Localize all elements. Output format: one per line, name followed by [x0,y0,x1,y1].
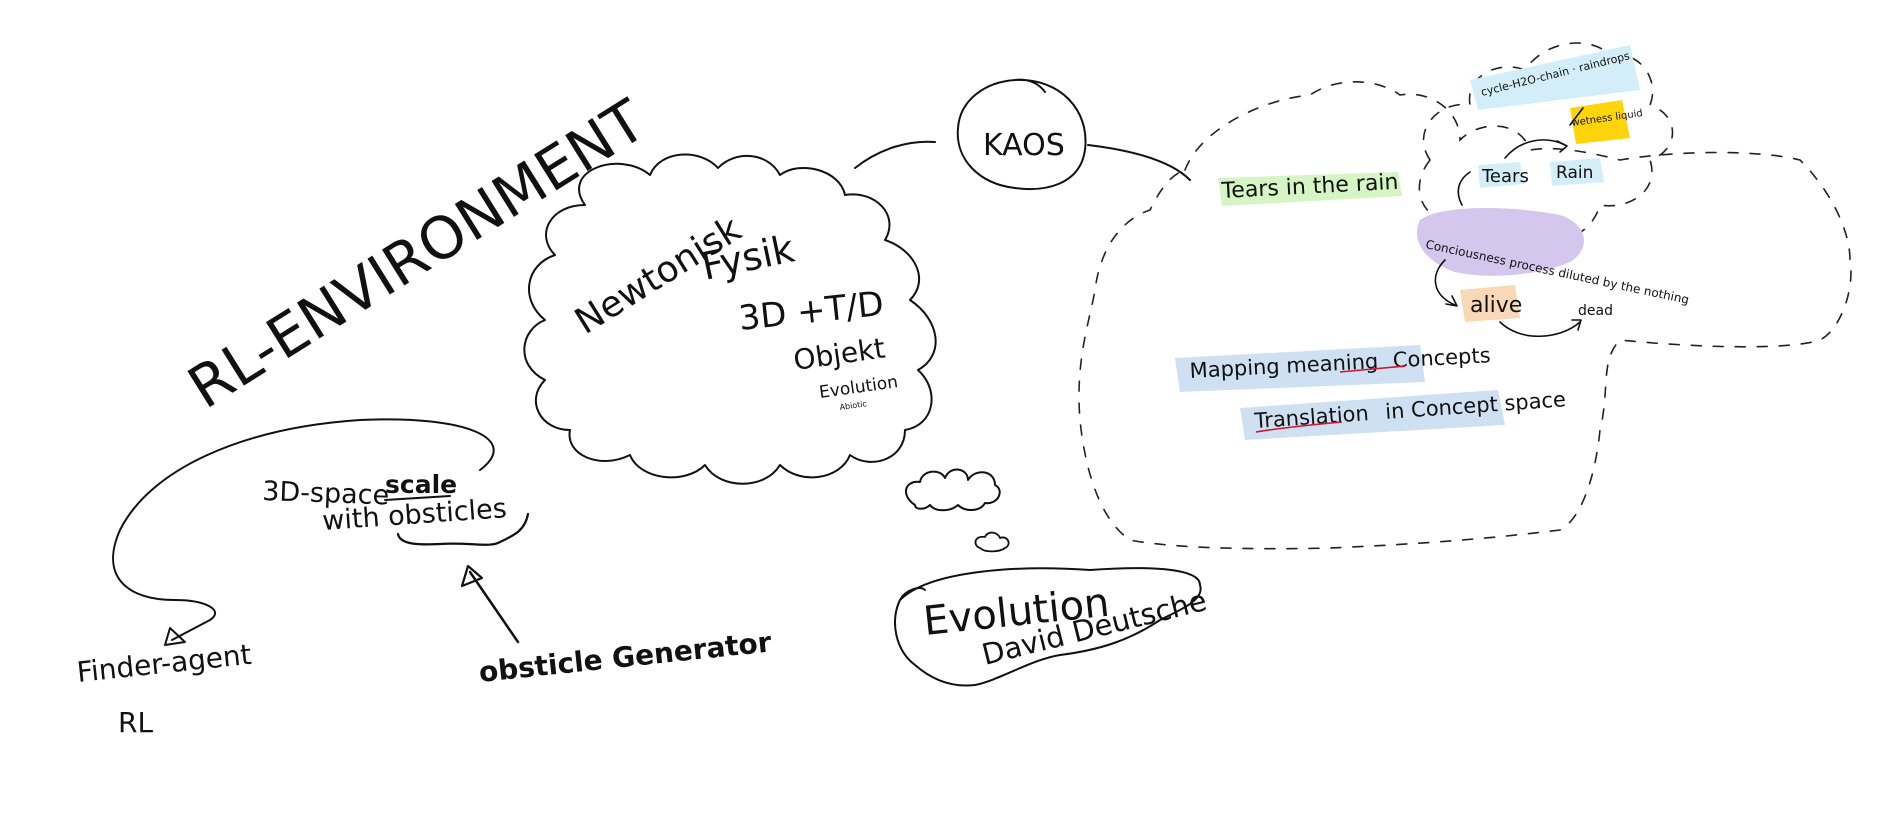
arrow-tears-down [1457,171,1471,206]
rl-environment-section: RL-ENVIRONMENT 3D-space scale with obsti… [75,86,773,739]
cloud-line-abiotic: Abiotic [839,399,867,412]
highlight-alive [1460,285,1520,322]
arrowhead-dead [1571,319,1582,331]
arrow-alive-to-dead [1499,321,1581,338]
scale-underline [384,495,451,501]
alive-label: alive [1470,293,1522,318]
line-kaos-to-concepts [1087,144,1191,181]
obstacle-generator-label: obsticle Generator [477,625,773,689]
translation-red-underline [1255,421,1343,433]
highlight-cycle [1470,45,1640,110]
kaos-label: KAOS [983,128,1065,163]
highlight-translation [1240,390,1505,440]
cloud-line-evolution: Evolution [818,372,899,403]
highlight-mapping [1175,345,1425,392]
obstacles-brace [396,512,530,546]
arrowhead-finder [164,627,186,646]
kaos-group: KAOS [854,78,1191,190]
cloud-line-3d: 3D +T/D [737,284,886,339]
arrow-generator-to-space [468,570,520,644]
arrowhead-tears-rain [1556,140,1568,153]
highlight-wetness [1570,100,1630,144]
small-cloud-1 [905,468,1001,512]
rl-label: RL [118,706,153,739]
space-scale-word: scale [385,470,457,499]
tears-in-rain-label: Tears in the rain [1220,170,1399,204]
thought-cloud-outline [523,153,937,485]
rl-environment-title: RL-ENVIRONMENT [176,86,657,422]
tears-label: Tears [1481,166,1529,187]
line-cloud-to-kaos [854,140,936,169]
arrow-conscious-to-alive [1434,259,1456,306]
highlight-tears-in-rain [1218,172,1402,206]
space-label: 3D-space [262,476,390,511]
rain-label: Rain [1556,163,1593,183]
curved-arrow-to-finder [112,418,495,641]
mapping-concepts-word: Concepts [1392,343,1491,372]
evolution-blob-group: Evolution David Deutsche [894,567,1210,687]
highlight-rain [1550,158,1604,186]
arrowhead-alive [1445,295,1458,307]
concept-space-outer-cloud [1078,81,1852,550]
dead-label: dead [1578,303,1613,319]
highlight-conscious [1416,208,1584,276]
concepts-red-underline [1339,365,1406,373]
kaos-circle [956,78,1087,190]
arrowhead-generator [460,564,484,588]
evolution-blob-outline [894,567,1202,687]
arrow-wetness-down [1569,107,1584,126]
cloud-line-objekt: Objekt [791,331,887,376]
small-cloud-2 [974,531,1010,553]
concept-space-group: Tears in the rain cycle-H2O-chain · rain… [1078,42,1852,550]
newtonian-cloud-group: Newtonisk Fysik 3D +T/D Objekt Evolution… [523,153,1010,553]
highlight-tears [1478,162,1524,188]
